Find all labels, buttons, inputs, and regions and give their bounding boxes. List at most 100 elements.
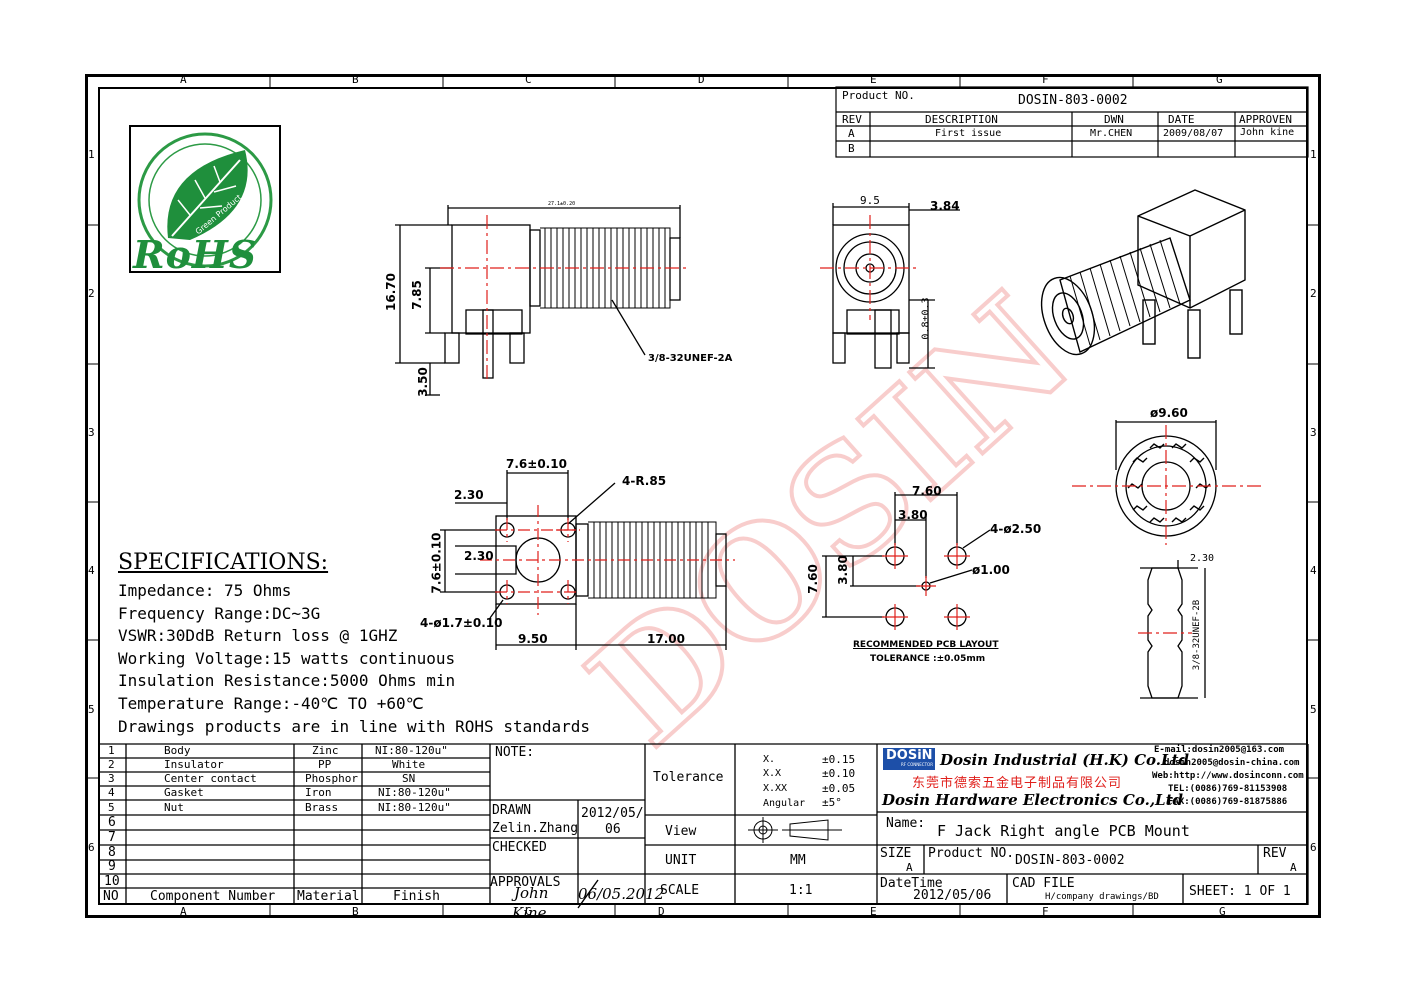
spec-frequency: Frequency Range:DC~3G bbox=[118, 604, 321, 623]
zone-number-6: 6 bbox=[88, 841, 95, 854]
zone-letter-f: F bbox=[1042, 73, 1049, 86]
bom-component-label: Component Number bbox=[150, 889, 276, 904]
side-view-drawing bbox=[395, 205, 681, 396]
scale-value: 1:1 bbox=[789, 883, 813, 898]
header-dwn-label: DWN bbox=[1104, 113, 1124, 126]
spec-vswr: VSWR:30DdB Return loss @ 1GHZ bbox=[118, 626, 398, 645]
cad-file-value: H/company drawings/BD bbox=[1045, 892, 1159, 902]
zone-number-6-right: 6 bbox=[1310, 841, 1317, 854]
pcb-layout-title: RECOMMENDED PCB LAYOUT bbox=[853, 640, 999, 650]
tol-angular: Angular bbox=[763, 798, 806, 809]
company-web: Web:http://www.dosinconn.com bbox=[1152, 771, 1304, 781]
bom-row-material: PP bbox=[318, 758, 332, 771]
header-row-rev-b: B bbox=[848, 142, 855, 155]
projection-view-symbol bbox=[748, 817, 842, 843]
zone-number-5-right: 5 bbox=[1310, 703, 1317, 716]
pcb-layout-tolerance: TOLERANCE :±0.05mm bbox=[870, 654, 986, 664]
dim-0-8: 0.8±0.3 bbox=[920, 297, 932, 340]
header-product-no-label: Product NO. bbox=[842, 89, 915, 102]
tolerance-label: Tolerance bbox=[653, 770, 724, 785]
drawing-border-outer bbox=[85, 74, 1321, 918]
tol-xx: X.X bbox=[763, 768, 782, 779]
bom-row-material: Zinc bbox=[312, 744, 339, 757]
rev-value: A bbox=[1290, 861, 1297, 874]
approvals-signature-1: John bbox=[514, 884, 549, 902]
header-row-rev: A bbox=[848, 127, 855, 140]
bom-row-component: Nut bbox=[164, 801, 184, 814]
header-row-description: First issue bbox=[935, 128, 1002, 139]
unit-value: MM bbox=[790, 853, 806, 868]
company-email-2: dosin2005@dosin-china.com bbox=[1164, 758, 1300, 768]
zone-letter-d: D bbox=[698, 73, 705, 86]
dim-7-6: 7.6±0.10 bbox=[506, 457, 567, 471]
size-value: A bbox=[906, 861, 913, 874]
tol-xx-value: ±0.10 bbox=[822, 767, 856, 780]
tol-xxx-value: ±0.05 bbox=[822, 782, 856, 795]
zone-letter-c: C bbox=[525, 73, 532, 86]
drawn-date-2: 06 bbox=[605, 822, 621, 837]
unit-label: UNIT bbox=[665, 853, 697, 868]
spec-temperature: Temperature Range:-40℃ TO +60℃ bbox=[118, 694, 424, 713]
dim-r-85: 4-R.85 bbox=[622, 474, 667, 488]
company-name: Dosin Industrial (H.K) Co.Ltd bbox=[940, 751, 1189, 769]
rohs-logo bbox=[129, 125, 281, 273]
spec-rohs: Drawings products are in line with ROHS … bbox=[118, 717, 591, 736]
bom-row-component: Insulator bbox=[164, 758, 224, 771]
bom-row-no: 9 bbox=[108, 859, 116, 874]
drawing-border-inner bbox=[98, 87, 1308, 905]
zone-letter-d-bottom: D bbox=[658, 905, 665, 918]
nut-dim-9-60: ø9.60 bbox=[1150, 406, 1188, 420]
company-tel: TEL:(0086)769-81153908 bbox=[1168, 784, 1288, 794]
checked-label: CHECKED bbox=[492, 840, 547, 855]
name-value: F Jack Right angle PCB Mount bbox=[937, 822, 1190, 840]
zone-number-2: 2 bbox=[88, 287, 95, 300]
zone-number-2-right: 2 bbox=[1310, 287, 1317, 300]
header-row-date: 2009/08/07 bbox=[1163, 128, 1224, 139]
approvals-signature-2: Kine bbox=[512, 904, 547, 922]
zone-letter-e: E bbox=[870, 73, 877, 86]
header-rev-label: REV bbox=[842, 113, 862, 126]
header-row-dwn: Mr.CHEN bbox=[1090, 128, 1133, 139]
bom-row-finish: NI:80-120u" bbox=[378, 801, 451, 814]
dim-7-6-vertical: 7.6±0.10 bbox=[429, 532, 444, 594]
bom-row-finish: NI:80-120u" bbox=[375, 744, 448, 757]
zone-letter-c-bottom: C bbox=[525, 905, 532, 918]
bom-row-material: Phosphor bbox=[305, 772, 358, 785]
bom-no-label: NO bbox=[103, 889, 119, 904]
pcb-dim-7-60-vertical: 7.60 bbox=[805, 564, 820, 594]
scale-label: SCALE bbox=[660, 883, 700, 898]
drawn-name: Zelin.Zhang bbox=[492, 821, 579, 836]
company-name-chinese: 东莞市德索五金电子制品有限公司 bbox=[912, 776, 1123, 791]
bom-row-material: Iron bbox=[305, 786, 332, 799]
dim-hole-1-7: 4-ø1.7±0.10 bbox=[420, 616, 503, 630]
product-no-value: DOSIN-803-0002 bbox=[1015, 853, 1125, 868]
company-fax: FAX:(0086)769-81875886 bbox=[1168, 797, 1288, 807]
drawn-date-1: 2012/05/ bbox=[581, 806, 644, 821]
bom-row-component: Gasket bbox=[164, 786, 204, 799]
pcb-dim-hole-1-00: ø1.00 bbox=[972, 563, 1010, 577]
bom-row-finish: White bbox=[392, 758, 426, 771]
header-product-no: DOSIN-803-0002 bbox=[1018, 93, 1128, 108]
bom-row-no: 4 bbox=[108, 786, 115, 799]
pcb-dim-7-60: 7.60 bbox=[912, 484, 942, 498]
pcb-dim-3-80-vertical: 3.80 bbox=[835, 555, 850, 585]
company-badge-text: DOSiN bbox=[886, 748, 933, 763]
approvals-label: APPROVALS bbox=[490, 875, 561, 890]
zone-letter-b: B bbox=[352, 73, 359, 86]
company-email: E-mail:dosin2005@163.com bbox=[1154, 745, 1285, 755]
zone-letter-a: A bbox=[180, 73, 187, 86]
zone-number-1-right: 1 bbox=[1310, 148, 1317, 161]
dim-9-5: 9.5 bbox=[860, 194, 880, 207]
bom-row-no: 1 bbox=[108, 744, 115, 757]
datetime-value: 2012/05/06 bbox=[913, 888, 992, 903]
zone-letter-g-bottom: G bbox=[1219, 905, 1226, 918]
spec-insulation: Insulation Resistance:5000 Ohms min bbox=[118, 671, 456, 690]
approvals-date: 06/05.2012 bbox=[578, 885, 665, 903]
dim-overall-length: 27.1±0.20 bbox=[548, 201, 576, 207]
company-badge-subtext: RF CONNECTOR bbox=[901, 762, 933, 767]
bom-row-no: 5 bbox=[108, 801, 115, 814]
bom-row-no: 7 bbox=[108, 830, 116, 845]
header-description-label: DESCRIPTION bbox=[925, 113, 998, 126]
zone-letter-e-bottom: E bbox=[870, 905, 877, 918]
